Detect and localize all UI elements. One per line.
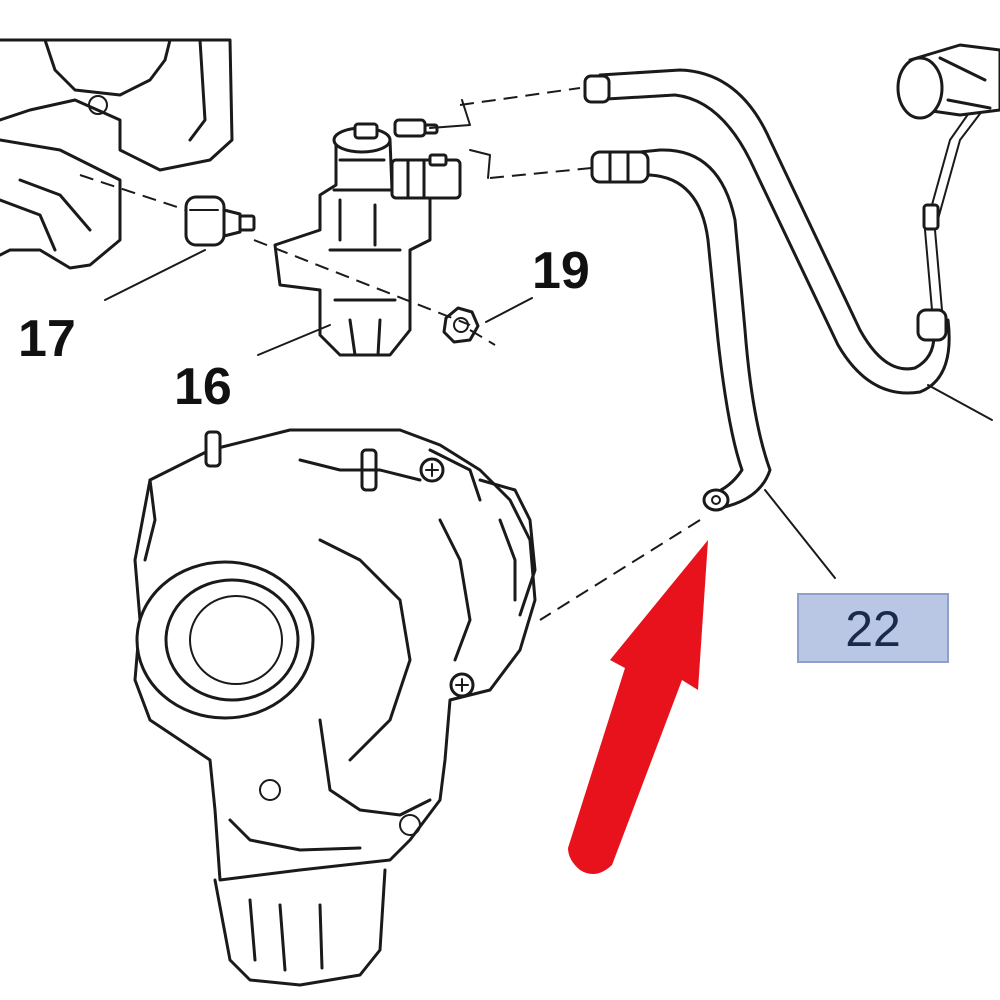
leader-lines (104, 99, 993, 579)
long-vacuum-hose (583, 68, 993, 395)
mounting-bracket (0, 38, 234, 270)
callout-22: 22 (845, 601, 901, 657)
red-arrow-indicator (568, 540, 708, 874)
callout-16: 16 (174, 358, 232, 416)
solenoid-valve-part-16 (273, 118, 462, 357)
sensor-part-17 (184, 195, 256, 247)
callout-17: 17 (18, 310, 76, 368)
callout-19: 19 (532, 242, 590, 300)
turbocharger (133, 428, 537, 987)
nut-part-19 (442, 306, 480, 344)
part-22-badge: 22 (797, 593, 949, 663)
assembly-axis-lines (79, 87, 701, 621)
vacuum-hose-part-22 (590, 148, 772, 512)
top-right-connector (896, 43, 1000, 120)
